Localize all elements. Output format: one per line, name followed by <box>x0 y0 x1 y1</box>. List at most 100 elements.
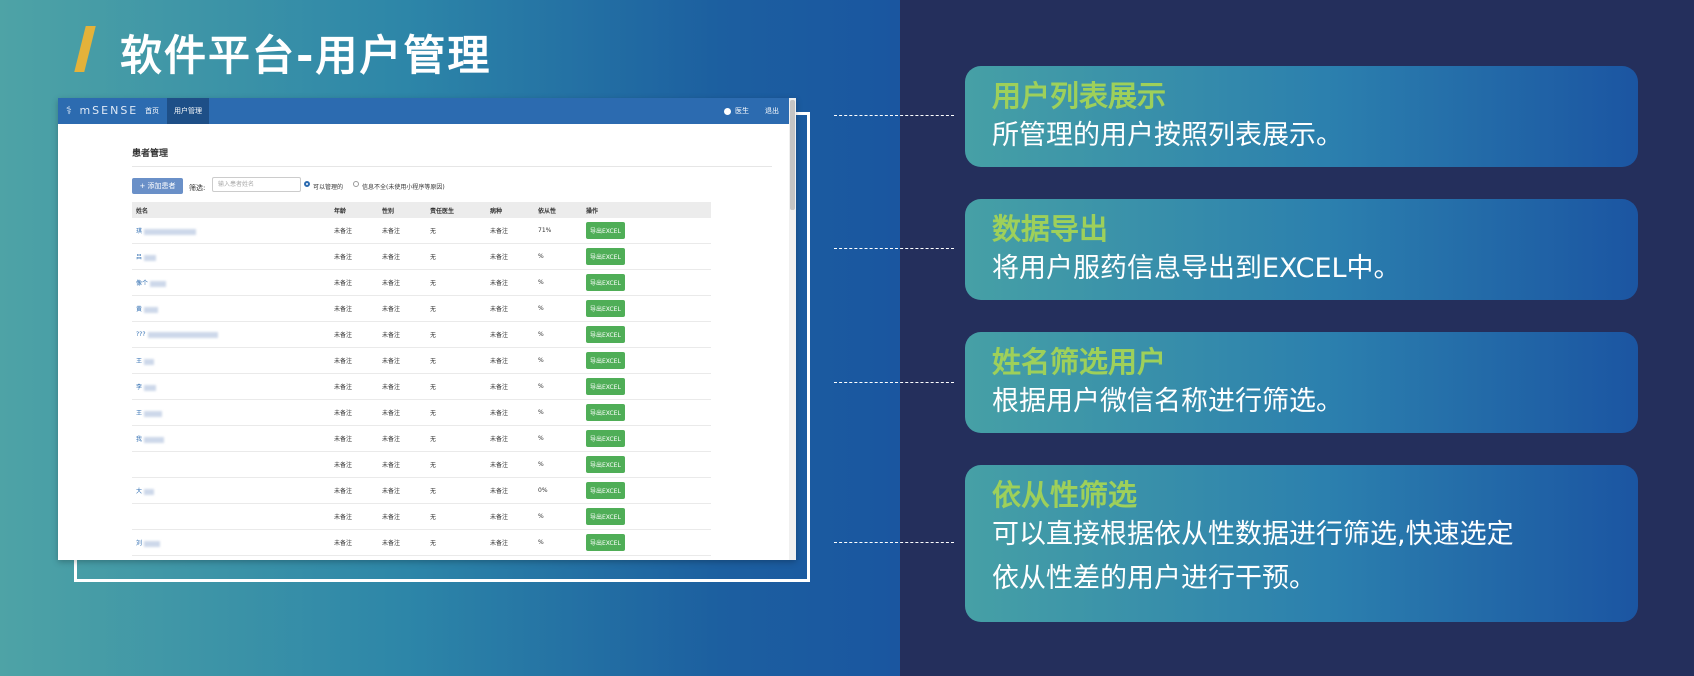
export-excel-button[interactable]: 导出EXCEL <box>586 508 625 525</box>
patient-name[interactable]: 李 <box>136 384 143 391</box>
table-cell: 未备注 <box>486 347 534 374</box>
section-title: 患者管理 <box>132 149 169 159</box>
table-cell: 未备注 <box>378 373 426 400</box>
col-header-disease[interactable]: 病种 <box>486 202 534 218</box>
table-cell <box>132 503 330 530</box>
patient-name[interactable]: 我 <box>136 436 143 443</box>
redacted-name-blur <box>144 228 197 235</box>
table-cell: 无 <box>426 373 486 400</box>
export-excel-button[interactable]: 导出EXCEL <box>586 404 625 421</box>
export-excel-button[interactable]: 导出EXCEL <box>586 352 625 369</box>
table-cell: 导出EXCEL <box>582 218 711 244</box>
col-header-adherence[interactable]: 依从性 <box>534 202 582 218</box>
navbar: ⚕ mSENSE 首页 用户管理 医生 退出 <box>58 98 796 124</box>
table-cell: 未备注 <box>330 295 378 322</box>
search-input[interactable] <box>212 177 301 192</box>
table-cell: 0% <box>534 477 582 504</box>
patient-doctor: 无 <box>430 540 437 547</box>
patient-doctor: 无 <box>430 306 437 313</box>
nav-item-user-management[interactable]: 用户管理 <box>167 98 209 124</box>
export-excel-button[interactable]: 导出EXCEL <box>586 222 625 239</box>
col-header-doctor[interactable]: 责任医生 <box>426 202 486 218</box>
redacted-name-blur <box>150 280 167 287</box>
nav-user-menu[interactable]: 医生 <box>735 107 749 115</box>
patient-name[interactable]: 王 <box>136 358 143 365</box>
patient-name[interactable]: 大 <box>136 488 143 495</box>
patient-name[interactable]: 黄 <box>136 306 143 313</box>
scrollbar[interactable] <box>789 98 796 560</box>
scrollbar-thumb[interactable] <box>790 100 795 210</box>
table-row: 王未备注未备注无未备注%导出EXCEL <box>132 347 711 374</box>
plus-icon: + <box>139 182 148 190</box>
connector-1 <box>834 115 954 116</box>
patient-name[interactable]: 琪 <box>136 228 143 235</box>
table-cell: 未备注 <box>486 399 534 426</box>
patient-adherence: % <box>538 253 544 260</box>
export-excel-button[interactable]: 导出EXCEL <box>586 248 625 265</box>
redacted-name-blur <box>144 410 163 417</box>
table-cell: 未备注 <box>330 321 378 348</box>
patient-adherence: % <box>538 409 544 416</box>
patient-name[interactable]: 王 <box>136 410 143 417</box>
table-cell: 导出EXCEL <box>582 243 711 270</box>
patient-gender: 未备注 <box>382 410 401 417</box>
table-cell: 导出EXCEL <box>582 269 711 296</box>
export-excel-button[interactable]: 导出EXCEL <box>586 326 625 343</box>
table-cell: 无 <box>426 451 486 478</box>
divider <box>132 166 772 167</box>
patient-gender: 未备注 <box>382 332 401 339</box>
export-excel-button[interactable]: 导出EXCEL <box>586 456 625 473</box>
table-cell: 未备注 <box>330 529 378 556</box>
patient-doctor: 无 <box>430 488 437 495</box>
patient-name[interactable]: 吕 <box>136 254 143 261</box>
export-excel-button[interactable]: 导出EXCEL <box>586 430 625 447</box>
patient-age: 未备注 <box>334 488 353 495</box>
nav-item-home[interactable]: 首页 <box>145 107 159 115</box>
patient-doctor: 无 <box>430 436 437 443</box>
col-header-age[interactable]: 年龄 <box>330 202 378 218</box>
export-excel-button[interactable]: 导出EXCEL <box>586 378 625 395</box>
feature-card-user-list: 用户列表展示 所管理的用户按照列表展示。 <box>965 66 1638 167</box>
brand-logo[interactable]: ⚕ mSENSE <box>66 104 139 117</box>
feature-desc: 可以直接根据依从性数据进行筛选,快速选定 <box>992 519 1514 550</box>
table-row: 像个未备注未备注无未备注%导出EXCEL <box>132 269 711 296</box>
table-cell: 未备注 <box>330 218 378 244</box>
patient-disease: 未备注 <box>490 488 509 495</box>
export-excel-button[interactable]: 导出EXCEL <box>586 482 625 499</box>
connector-3 <box>834 382 954 383</box>
patient-name[interactable]: 刘 <box>136 540 143 547</box>
patient-disease: 未备注 <box>490 462 509 469</box>
table-cell: 未备注 <box>330 503 378 530</box>
radio-incomplete[interactable] <box>353 181 359 187</box>
table-cell: % <box>534 295 582 322</box>
feature-card-name-filter: 姓名筛选用户 根据用户微信名称进行筛选。 <box>965 332 1638 433</box>
table-cell: 未备注 <box>330 451 378 478</box>
export-excel-button[interactable]: 导出EXCEL <box>586 534 625 551</box>
patient-age: 未备注 <box>334 254 353 261</box>
patient-age: 未备注 <box>334 358 353 365</box>
export-excel-button[interactable]: 导出EXCEL <box>586 274 625 291</box>
patient-gender: 未备注 <box>382 462 401 469</box>
col-header-name[interactable]: 姓名 <box>132 202 330 218</box>
export-excel-button[interactable]: 导出EXCEL <box>586 300 625 317</box>
logout-link[interactable]: 退出 <box>765 107 779 115</box>
table-cell: ??? <box>132 321 330 348</box>
patient-age: 未备注 <box>334 280 353 287</box>
patient-age: 未备注 <box>334 462 353 469</box>
patient-age: 未备注 <box>334 436 353 443</box>
table-cell: 像个 <box>132 269 330 296</box>
patient-doctor: 无 <box>430 410 437 417</box>
add-patient-button[interactable]: + 添加患者 <box>132 178 183 194</box>
table-cell: % <box>534 529 582 556</box>
radio-manageable[interactable] <box>304 181 310 187</box>
patient-name[interactable]: ??? <box>136 331 146 338</box>
patient-disease: 未备注 <box>490 306 509 313</box>
table-row: 黄未备注未备注无未备注%导出EXCEL <box>132 295 711 322</box>
col-header-gender[interactable]: 性别 <box>378 202 426 218</box>
patient-age: 未备注 <box>334 514 353 521</box>
patient-name[interactable]: 像个 <box>136 280 149 287</box>
table-cell: 未备注 <box>330 399 378 426</box>
table-cell: 无 <box>426 425 486 452</box>
